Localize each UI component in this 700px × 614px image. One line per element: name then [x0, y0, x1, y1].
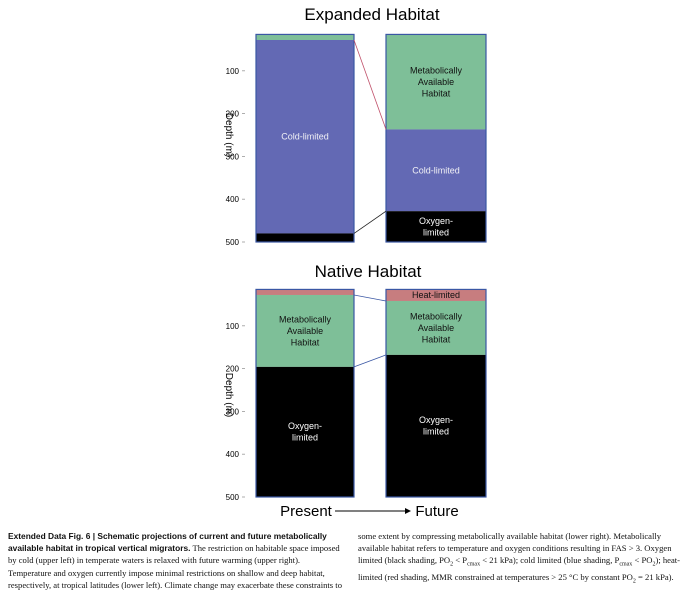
figure: Expanded Habitat Depth (m) 100 200 300 400 5… [223, 5, 487, 520]
y-tick-label: 400 [226, 195, 240, 204]
bar-outline [385, 288, 487, 498]
segment-cold [386, 129, 486, 212]
x-label-future: Future [415, 503, 458, 520]
y-axis-label: Depth (m) [223, 373, 234, 417]
y-tick-label: 200 [226, 365, 240, 374]
segment-metabolic [386, 34, 486, 130]
y-tick-label: 500 [226, 493, 240, 502]
x-label-present: Present [280, 503, 333, 520]
connector-line [353, 294, 387, 302]
segment-label: Cold-limited [412, 165, 460, 175]
segment-label: Cold-limited [281, 132, 329, 142]
segment-oxygen [256, 366, 354, 497]
segment-oxygen [386, 211, 486, 242]
connector-line [353, 39, 387, 130]
panel-title: Expanded Habitat [304, 5, 439, 24]
segment-metabolic [256, 34, 354, 40]
time-arrow [335, 508, 411, 514]
y-axis-label: Depth (m) [223, 113, 234, 157]
segment-metabolic [386, 300, 486, 355]
segment-heat [256, 289, 354, 295]
y-tick-label: 400 [226, 450, 240, 459]
connector-line [353, 354, 387, 368]
panel-expanded-habitat: Expanded Habitat Depth (m) 100 200 300 400 5… [223, 5, 487, 247]
bar-outline [255, 288, 355, 498]
panel-native-habitat: Native Habitat Depth (m) 100 200 300 400 500… [223, 262, 487, 502]
caption-left: Extended Data Fig. 6 | Schematic project… [8, 530, 343, 591]
y-tick-label: 200 [226, 110, 240, 119]
connector-line [353, 210, 387, 234]
caption-bold: Extended Data Fig. 6 | Schematic project… [8, 531, 327, 554]
segment-oxygen [386, 354, 486, 497]
segment-metabolic [256, 294, 354, 367]
segment-label: Heat-limited [412, 290, 460, 300]
panel-title: Native Habitat [315, 262, 422, 281]
bar-outline [385, 33, 487, 243]
segment-heat [386, 289, 486, 301]
segment-label: Oxygen-limited [419, 216, 453, 238]
y-tick-label: 300 [226, 407, 240, 416]
y-tick-label: 500 [226, 238, 240, 247]
bar-outline [255, 33, 355, 243]
y-tick-label: 300 [226, 152, 240, 161]
segment-label: Oxygen-limited [419, 415, 453, 437]
segment-cold [256, 39, 354, 234]
y-tick-label: 100 [226, 67, 240, 76]
caption-right: some extent by compressing metabolically… [358, 531, 681, 586]
y-tick-label: 100 [226, 322, 240, 331]
segment-label: Oxygen-limited [288, 421, 322, 443]
caption-text: The restriction on habitable space impos… [8, 543, 342, 590]
segment-oxygen [256, 233, 354, 242]
